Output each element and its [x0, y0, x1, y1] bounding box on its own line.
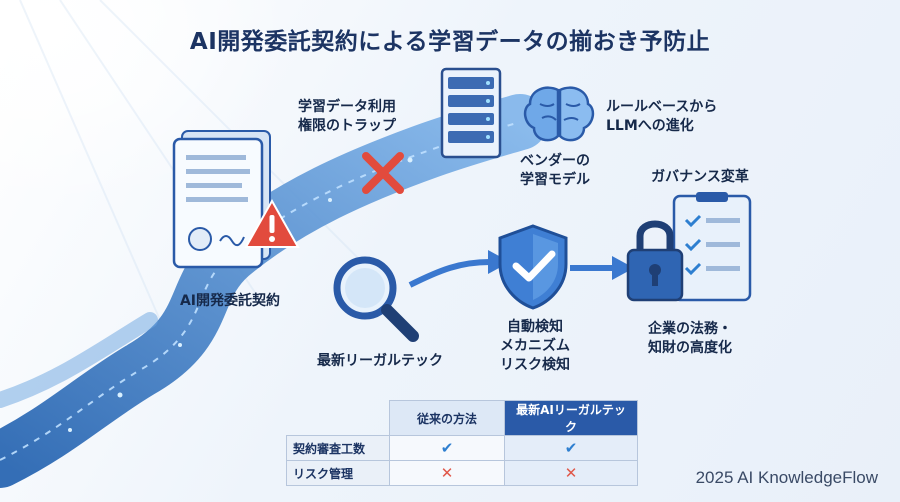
brain-icon	[523, 86, 595, 142]
label-detection: 自動検知 メカニズム リスク検知	[500, 319, 570, 373]
table-row: リスク管理 ✕ ✕	[286, 460, 638, 486]
label-company: 企業の法務・ 知財の高度化	[648, 321, 732, 356]
table-row: 契約審査工数 ✔ ✔	[286, 435, 638, 461]
comparison-table: 従来の方法 最新AIリーガルテック 契約審査工数 ✔ ✔ リスク管理 ✕ ✕	[286, 400, 638, 486]
table-header-row: 従来の方法 最新AIリーガルテック	[287, 400, 638, 436]
label-legaltech: 最新リーガルテック	[317, 353, 443, 369]
label-contract: AI開発委託契約	[179, 293, 281, 309]
header-new: 最新AIリーガルテック	[504, 400, 638, 436]
row-label: リスク管理	[286, 460, 390, 486]
label-data-trap: 学習データ利用 権限のトラップ	[298, 99, 396, 134]
label-governance: ガバナンス変革	[651, 169, 749, 185]
row-label: 契約審査工数	[286, 435, 390, 461]
cross-icon: ✕	[440, 464, 454, 482]
page-title: AI開発委託契約による学習データの揃おき予防止	[189, 29, 711, 55]
contract-document-icon	[172, 130, 271, 269]
server-icon	[440, 67, 502, 159]
header-traditional: 従来の方法	[389, 400, 505, 436]
trap-cross-icon	[362, 152, 404, 194]
label-rule-to-llm: ルールベースから LLMへの進化	[606, 99, 718, 134]
footer-credit: 2025 AI KnowledgeFlow	[695, 468, 878, 487]
check-icon: ✔	[564, 439, 578, 457]
check-icon: ✔	[440, 439, 454, 457]
label-vendor-model: ベンダーの 学習モデル	[520, 153, 590, 188]
arrow-search-to-shield	[408, 259, 491, 288]
table-corner	[287, 401, 390, 436]
magnifier-icon	[333, 256, 419, 342]
shield-check-icon	[498, 224, 568, 310]
lock-checklist-icon	[626, 192, 752, 302]
cross-icon: ✕	[564, 464, 578, 482]
warning-icon	[244, 198, 300, 248]
